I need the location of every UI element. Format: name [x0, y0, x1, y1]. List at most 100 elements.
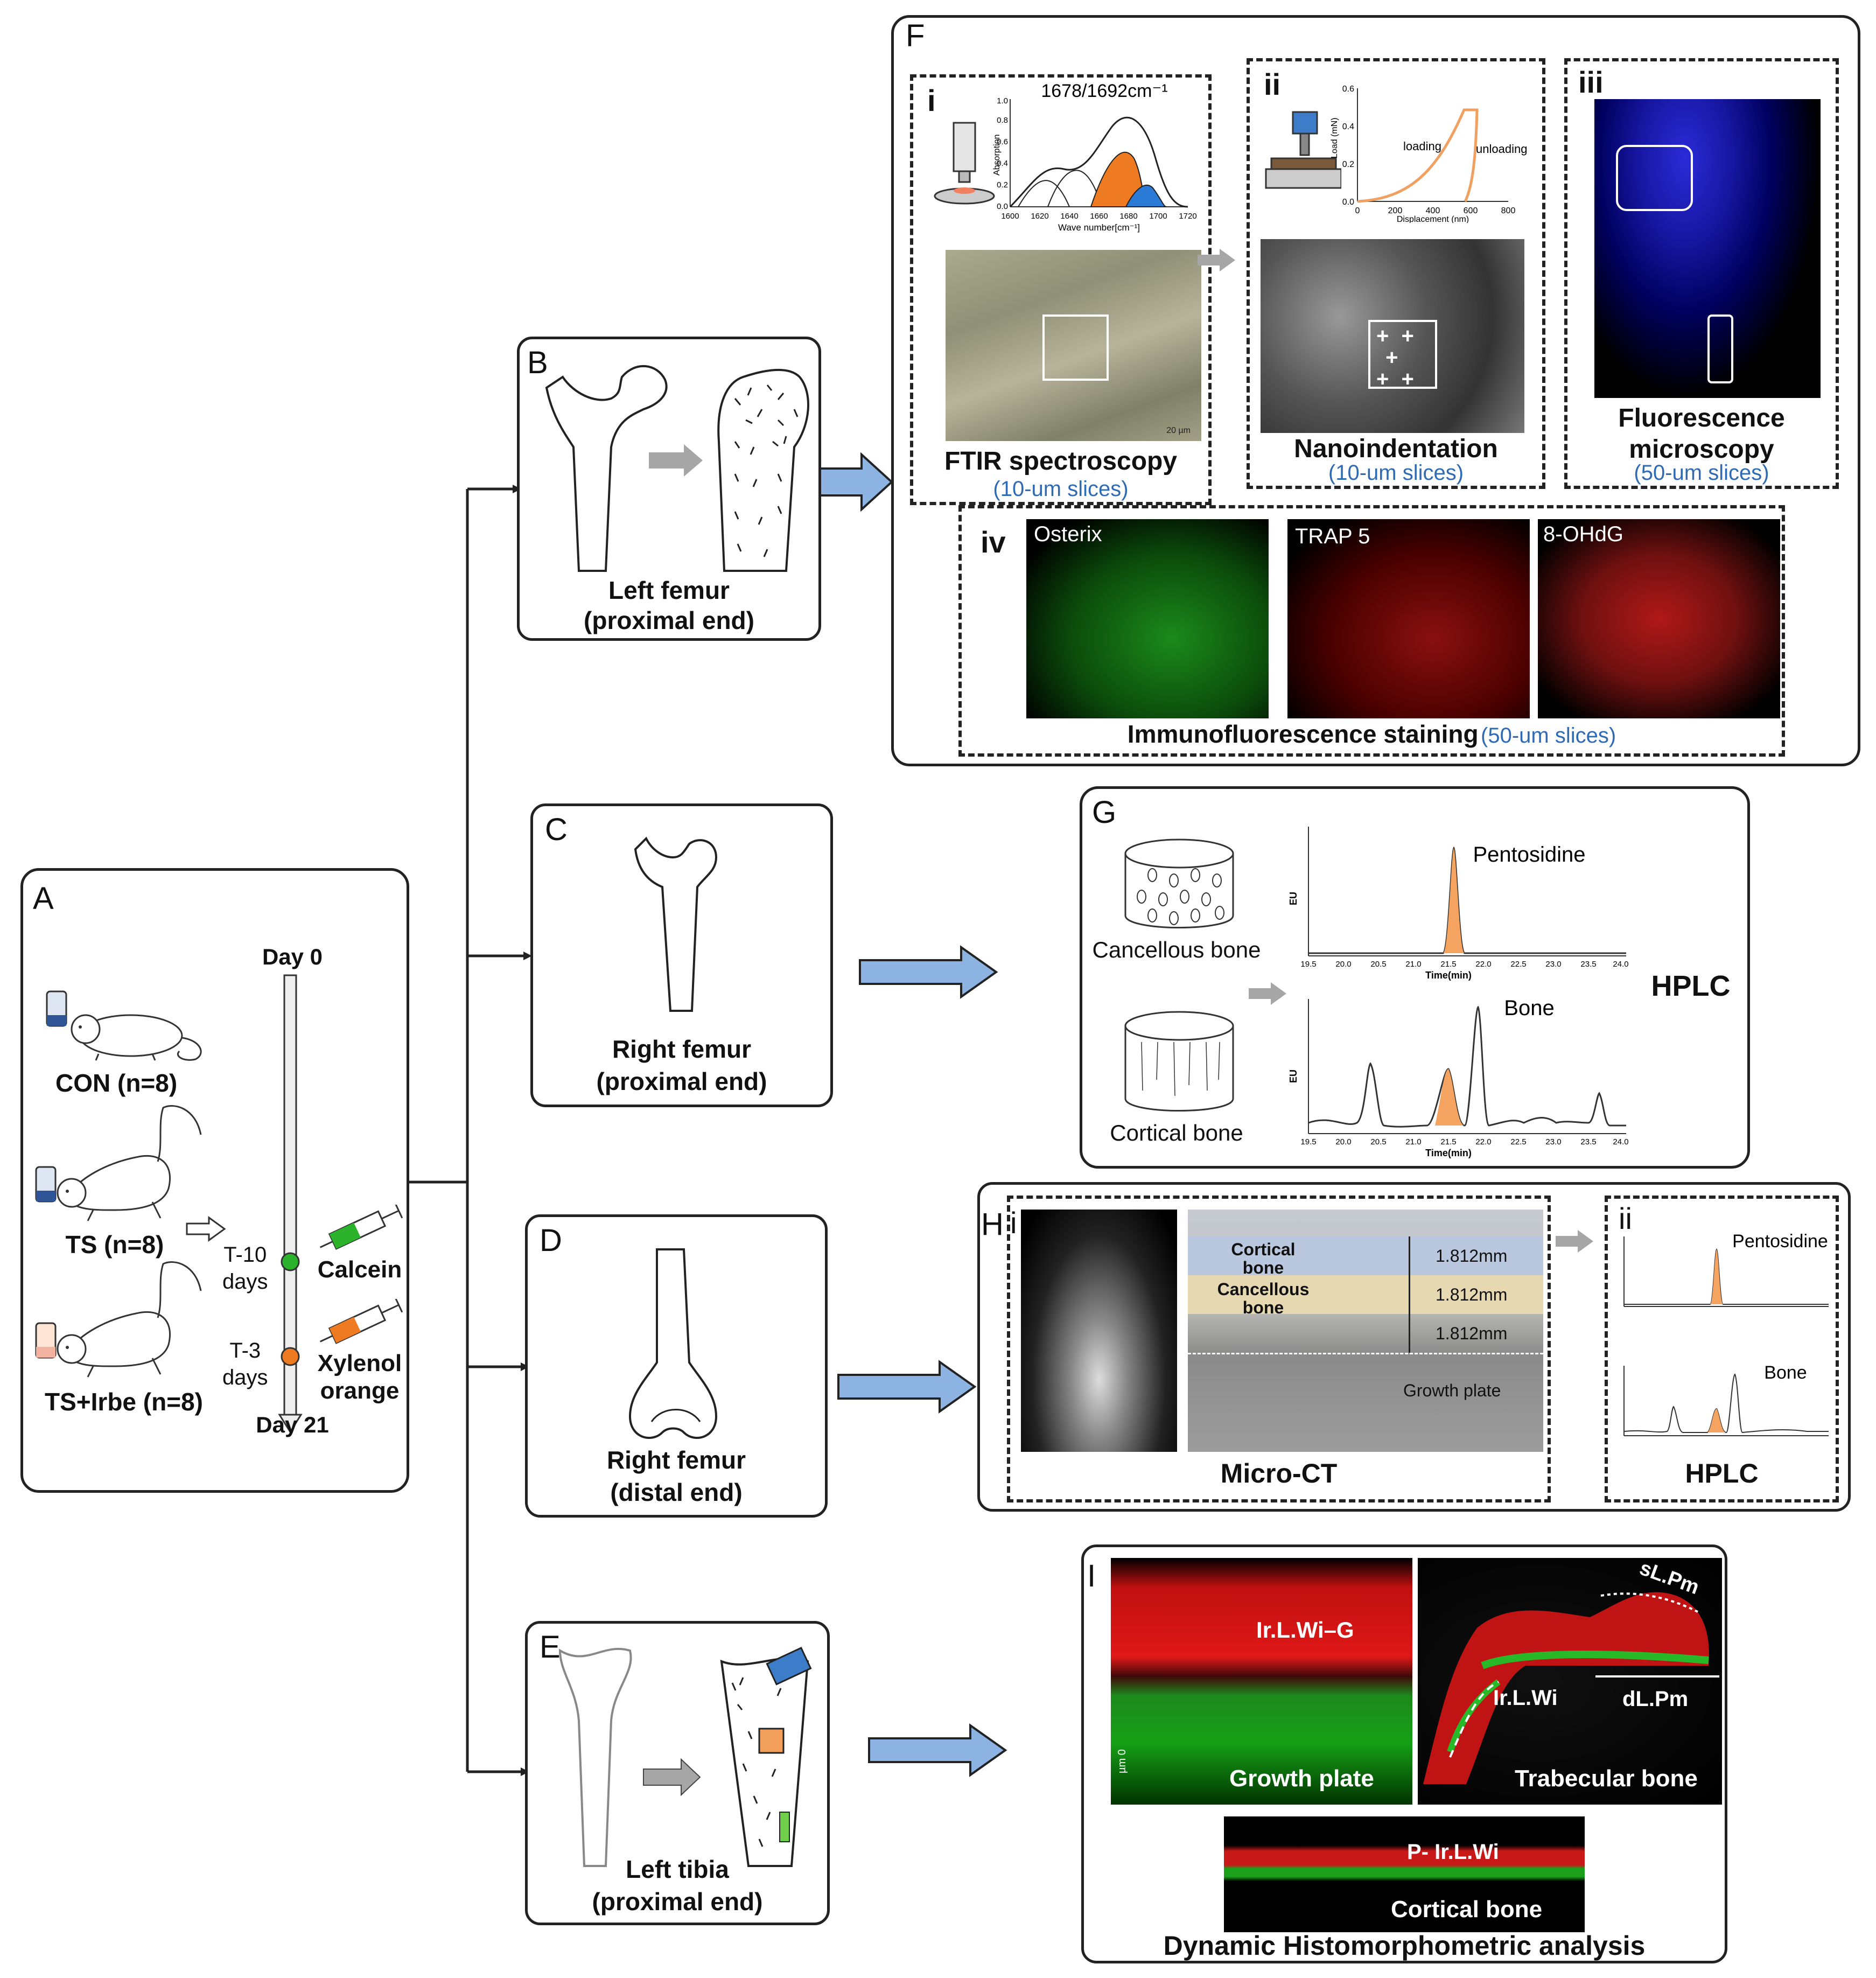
- group-con-label: CON (n=8): [55, 1069, 178, 1097]
- hplc-g-c2-xt-7: 23.0: [1545, 1137, 1561, 1147]
- panel-i-title: Dynamic Histomorphometric analysis: [1163, 1931, 1646, 1961]
- p-ir-l-wi-label: P- Ir.L.Wi: [1407, 1840, 1499, 1864]
- panel-h-letter: H: [981, 1207, 1004, 1242]
- dim-label-2: 1.812mm: [1436, 1285, 1508, 1304]
- panel-a-letter: A: [33, 881, 54, 916]
- panel-h-ii: ii Pentosidine Bone HPLC: [1605, 1196, 1839, 1502]
- cortical-label: Cortical bone: [1110, 1120, 1243, 1145]
- hplc-g-c1-xt-2: 20.5: [1370, 960, 1386, 969]
- right-femur-distal-illustration: [628, 1248, 718, 1439]
- ftir-x-tick-0: 1600: [1001, 212, 1019, 221]
- xylenol-syringe-icon: [319, 1299, 403, 1344]
- panel-f-i: i 1678/1692cm⁻¹ Absorption 0.0 0.2 0.4: [910, 74, 1212, 505]
- hplc-h-chart1-title: Pentosidine: [1732, 1231, 1828, 1252]
- panel-b: B Left femur (proximal end): [517, 337, 821, 641]
- ftir-x-axis-label: Wave number[cm⁻¹]: [1058, 222, 1140, 233]
- cancellous-bone-icon: [1124, 838, 1234, 928]
- panel-c-label-line1: Right femur: [612, 1035, 752, 1063]
- panel-b-label-line2: (proximal end): [584, 606, 754, 634]
- microct-title: Micro-CT: [1220, 1458, 1338, 1488]
- ftir-y-tick-1: 0.2: [997, 180, 1008, 190]
- hplc-g-c1-xt-5: 22.0: [1475, 960, 1491, 969]
- hplc-h-bone-chart: Bone: [1623, 1362, 1829, 1436]
- immuno-caption: Immunofluorescence staining (50-um slice…: [962, 719, 1782, 749]
- fluor-roi-box-1: [1616, 145, 1693, 211]
- nano-roi-box: [1368, 320, 1437, 389]
- panel-g: G Cancellous bone Cortical bone: [1080, 786, 1750, 1169]
- growth-plate-label: Growth plate: [1403, 1381, 1501, 1400]
- hplc-g-c1-xt-3: 21.0: [1405, 960, 1421, 969]
- hplc-g-y-label-2: EU: [1288, 1070, 1299, 1083]
- hplc-g-c2-xt-0: 19.5: [1300, 1137, 1316, 1147]
- immuno-title: Immunofluorescence staining: [1127, 720, 1479, 748]
- hollow-arrow-icon: [186, 1216, 226, 1242]
- arrow-b-to-f: [818, 452, 893, 512]
- ftir-tissue-image: 20 µm: [946, 250, 1201, 441]
- dim-label-1: 1.812mm: [1436, 1246, 1508, 1266]
- panel-h-ii-numeral: ii: [1619, 1201, 1632, 1235]
- group-ts-irbe-label: TS+Irbe (n=8): [45, 1388, 203, 1416]
- hplc-g-c2-xt-9: 24.0: [1613, 1137, 1628, 1147]
- panel-h-i: i Cortical bone Cancellous bone 1.812mm …: [1007, 1196, 1551, 1502]
- trabecular-drawing: [1423, 1592, 1719, 1784]
- panel-c-letter: C: [545, 812, 568, 847]
- panel-a: A CON (n=8) TS (n=8): [20, 868, 409, 1493]
- hplc-g-c1-xt-0: 19.5: [1300, 960, 1316, 969]
- indent-marks: + + ++ +: [1376, 324, 1417, 391]
- hplc-g-c2-xt-2: 20.5: [1370, 1137, 1386, 1147]
- hplc-g-c2-xt-3: 21.0: [1405, 1137, 1421, 1147]
- nano-y-tick-1: 0.2: [1342, 160, 1354, 169]
- nano-x-tick-0: 0: [1355, 206, 1360, 215]
- ir-l-wi-label: Ir.L.Wi: [1493, 1686, 1558, 1710]
- panel-f-i-numeral: i: [927, 83, 936, 117]
- hplc-g-y-label-1: EU: [1288, 892, 1299, 905]
- ftir-roi-box: [1042, 314, 1109, 381]
- arrow-cancellous-gray: [1249, 982, 1286, 1005]
- osterix-image: Osterix: [1026, 519, 1269, 718]
- nano-slices: (10-um slices): [1328, 461, 1464, 485]
- panel-f: F i 1678/1692cm⁻¹ Absorption 0.0: [891, 15, 1860, 766]
- left-femur-illustration: [545, 365, 809, 572]
- panel-e-label-line2: (proximal end): [592, 1888, 763, 1916]
- arrow-microct-to-hplc: [1556, 1230, 1593, 1253]
- hplc-bone-chart: EU Bone 19.5 20.0 20.5 21.0 21.5 22.0 22…: [1288, 996, 1629, 1158]
- arrow-d-to-h: [837, 1360, 977, 1414]
- panel-h-i-numeral: i: [1010, 1206, 1017, 1240]
- panel-i-letter: I: [1087, 1558, 1096, 1593]
- hplc-g-method: HPLC: [1651, 970, 1731, 1002]
- hplc-g-c2-xt-8: 23.5: [1580, 1137, 1596, 1147]
- growth-plate-image: Ir.L.Wi–G Growth plate µm 0: [1111, 1558, 1412, 1805]
- fluor-roi-box-2: [1707, 314, 1733, 383]
- cortical-bone-image: P- Ir.L.Wi Cortical bone: [1224, 1816, 1585, 1932]
- calcein-syringe-icon: [319, 1205, 403, 1250]
- cortical-caption: Cortical bone: [1391, 1896, 1543, 1923]
- mouse-con-icon: [46, 990, 202, 1061]
- panel-f-iv-numeral: iv: [981, 525, 1006, 559]
- calcein-label: Calcein: [317, 1256, 402, 1283]
- trap5-label: TRAP 5: [1295, 525, 1370, 548]
- hplc-g-c1-xt-6: 22.5: [1510, 960, 1526, 969]
- ftir-x-tick-3: 1660: [1090, 212, 1108, 221]
- ftir-title: FTIR spectroscopy: [944, 447, 1178, 476]
- dim-label-3: 1.812mm: [1436, 1324, 1508, 1343]
- panel-c-label-line2: (proximal end): [596, 1067, 767, 1095]
- ftir-y-tick-2: 0.4: [997, 159, 1008, 168]
- ftir-spectrum-chart: 1678/1692cm⁻¹ Absorption 0.0 0.2 0.4 0.6…: [992, 81, 1197, 233]
- hplc-g-c2-xt-4: 21.5: [1440, 1137, 1456, 1147]
- immuno-slices: (50-um slices): [1481, 724, 1616, 747]
- dl-pm-label: dL.Pm: [1622, 1687, 1689, 1711]
- ftir-x-tick-6: 1720: [1179, 212, 1196, 221]
- trap5-image: TRAP 5: [1287, 519, 1530, 718]
- panel-f-ii-numeral: ii: [1264, 67, 1281, 101]
- nano-x-axis-label: Displacement (nm): [1397, 215, 1469, 223]
- hplc-g-c1-xt-8: 23.5: [1580, 960, 1596, 969]
- panel-d-letter: D: [540, 1223, 562, 1258]
- hplc-g-c1-xt-9: 24.0: [1613, 960, 1628, 969]
- fluor-title-line2: microscopy: [1629, 435, 1774, 464]
- microscope-icon: [934, 122, 995, 205]
- ftir-x-tick-5: 1700: [1149, 212, 1167, 221]
- cancellous-band: [1188, 1275, 1543, 1314]
- ftir-x-tick-1: 1620: [1031, 212, 1048, 221]
- scale-label: µm 0: [1116, 1749, 1128, 1773]
